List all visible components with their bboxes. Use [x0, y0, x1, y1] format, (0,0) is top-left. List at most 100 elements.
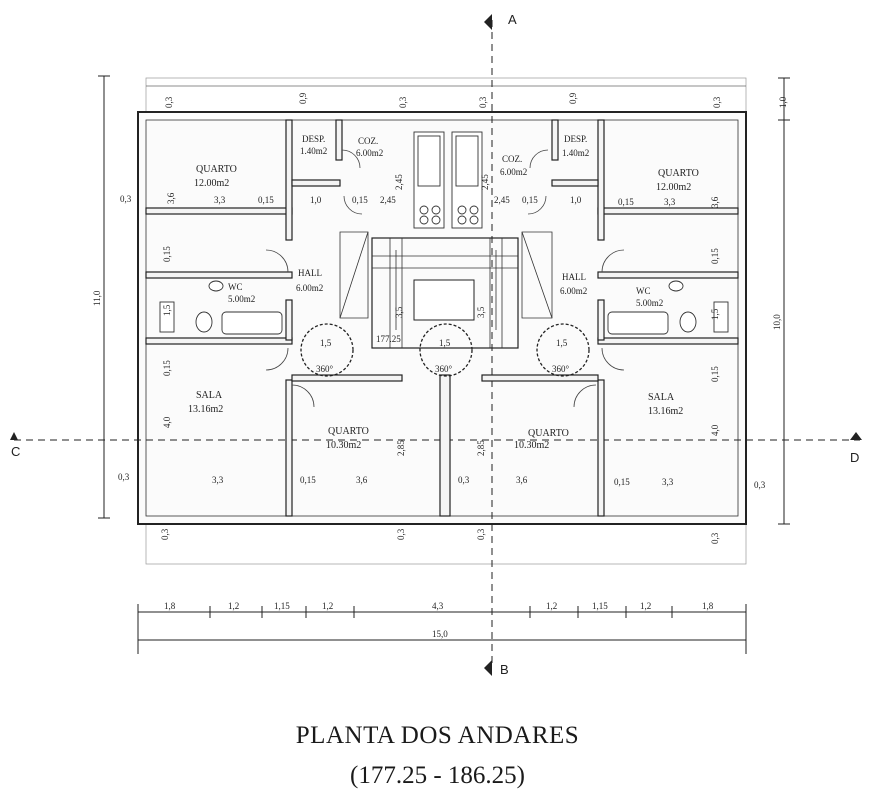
turn-label-left: 360°: [316, 364, 334, 374]
room-name-left-hall: HALL: [298, 268, 322, 278]
svg-text:0,3: 0,3: [396, 528, 406, 540]
svg-text:3,6: 3,6: [166, 192, 176, 204]
svg-text:1,2: 1,2: [546, 601, 557, 611]
room-name-left-desp: DESP.: [302, 134, 325, 144]
svg-text:0,3: 0,3: [398, 96, 408, 108]
room-area-left-quarto: 12.00m2: [194, 178, 229, 189]
svg-text:4,3: 4,3: [432, 601, 444, 611]
svg-text:0,15: 0,15: [522, 195, 538, 205]
walls-right-unit: [481, 119, 739, 517]
svg-text:0,9: 0,9: [568, 92, 578, 104]
section-label-a: A: [508, 12, 517, 27]
room-area-right-coz: 6.00m2: [500, 167, 527, 177]
drawing-subtitle: (177.25 - 186.25): [350, 762, 525, 789]
svg-text:0,15: 0,15: [614, 477, 630, 487]
svg-text:1,8: 1,8: [702, 601, 714, 611]
svg-text:1,8: 1,8: [164, 601, 176, 611]
svg-text:3,5: 3,5: [476, 306, 486, 318]
section-label-b: B: [500, 662, 509, 677]
turn-label-center: 360°: [435, 364, 453, 374]
room-area-left-wc: 5.00m2: [228, 294, 255, 304]
section-marker-b: [484, 660, 492, 676]
svg-text:0,3: 0,3: [160, 528, 170, 540]
svg-text:0,3: 0,3: [120, 194, 132, 204]
svg-text:3,5: 3,5: [394, 306, 404, 318]
drawing-title: PLANTA DOS ANDARES: [295, 722, 580, 749]
room-area-right-desp: 1.40m2: [562, 148, 589, 158]
room-area-right-quarto2: 10.30m2: [514, 440, 549, 451]
room-area-left-sala: 13.16m2: [188, 404, 223, 415]
svg-text:0,3: 0,3: [754, 480, 766, 490]
svg-text:1,5: 1,5: [710, 308, 720, 320]
top-dimensions: 0,3 0,9 0,3 0,3 0,9 0,3 1,0: [164, 92, 788, 108]
bathroom-fixtures: [159, 280, 729, 335]
svg-text:1,15: 1,15: [274, 601, 290, 611]
door-swings: [265, 149, 625, 408]
svg-text:3,6: 3,6: [516, 475, 528, 485]
svg-text:2,45: 2,45: [394, 174, 404, 190]
svg-text:0,3: 0,3: [458, 475, 470, 485]
svg-text:2,45: 2,45: [480, 174, 490, 190]
svg-text:1,2: 1,2: [322, 601, 333, 611]
svg-text:0,15: 0,15: [710, 248, 720, 264]
room-name-right-coz: COZ.: [502, 154, 522, 164]
room-name-left-coz: COZ.: [358, 136, 378, 146]
room-area-right-quarto: 12.00m2: [656, 182, 691, 193]
svg-text:1,0: 1,0: [778, 96, 788, 108]
svg-text:0,15: 0,15: [710, 366, 720, 382]
kitchen-fixtures: [413, 131, 483, 229]
turn-label-right: 360°: [552, 364, 570, 374]
bottom-dimension-labels: 1,8 1,2 1,15 1,2 4,3 1,2 1,15 1,2 1,8: [164, 601, 714, 611]
svg-text:0,3: 0,3: [712, 96, 722, 108]
room-area-left-desp: 1.40m2: [300, 146, 327, 156]
svg-text:1,2: 1,2: [228, 601, 239, 611]
floor-plan-drawing: A B C D: [10, 12, 862, 677]
dim-total-width: 15,0: [432, 629, 448, 639]
svg-text:0,3: 0,3: [164, 96, 174, 108]
circle-dia-center: 1,5: [439, 338, 451, 348]
svg-text:2,85: 2,85: [396, 440, 406, 456]
room-dimensions: 0,3 3,3 0,15 1,0 0,15 2,45 2,45 0,15 1,0…: [118, 174, 766, 544]
svg-text:0,15: 0,15: [258, 195, 274, 205]
svg-text:0,15: 0,15: [162, 246, 172, 262]
section-label-c: C: [11, 444, 20, 459]
svg-text:0,9: 0,9: [298, 92, 308, 104]
room-name-left-quarto2: QUARTO: [328, 426, 369, 437]
svg-text:3,3: 3,3: [214, 195, 226, 205]
svg-text:3,6: 3,6: [710, 196, 720, 208]
svg-text:0,15: 0,15: [162, 360, 172, 376]
room-area-left-coz: 6.00m2: [356, 148, 383, 158]
room-name-right-quarto2: QUARTO: [528, 428, 569, 439]
circle-dia-left: 1,5: [320, 338, 332, 348]
room-area-left-hall: 6.00m2: [296, 283, 323, 293]
stair-level: 177.25: [376, 334, 401, 344]
section-marker-c: [10, 432, 18, 440]
svg-text:0,15: 0,15: [300, 475, 316, 485]
svg-text:3,6: 3,6: [356, 475, 368, 485]
room-area-right-hall: 6.00m2: [560, 286, 587, 296]
svg-text:3,3: 3,3: [664, 197, 676, 207]
svg-text:4,0: 4,0: [162, 416, 172, 428]
svg-text:1,2: 1,2: [640, 601, 651, 611]
room-area-left-quarto2: 10.30m2: [326, 440, 361, 451]
turning-circles: [300, 323, 590, 377]
svg-text:3,3: 3,3: [212, 475, 224, 485]
room-name-left-wc: WC: [228, 282, 243, 292]
room-name-right-quarto: QUARTO: [658, 168, 699, 179]
walls-left-unit: [145, 119, 451, 517]
room-name-right-desp: DESP.: [564, 134, 587, 144]
svg-text:0,3: 0,3: [478, 96, 488, 108]
dim-right-height: 10,0: [772, 314, 782, 330]
svg-text:0,3: 0,3: [710, 532, 720, 544]
stair-core: [339, 231, 553, 349]
svg-text:2,45: 2,45: [494, 195, 510, 205]
section-label-d: D: [850, 450, 859, 465]
room-area-right-sala: 13.16m2: [648, 406, 683, 417]
room-area-right-wc: 5.00m2: [636, 298, 663, 308]
room-name-right-hall: HALL: [562, 272, 586, 282]
svg-text:1,15: 1,15: [592, 601, 608, 611]
svg-text:1,5: 1,5: [162, 304, 172, 316]
svg-text:1,0: 1,0: [570, 195, 582, 205]
svg-text:0,15: 0,15: [618, 197, 634, 207]
circle-dia-right: 1,5: [556, 338, 568, 348]
